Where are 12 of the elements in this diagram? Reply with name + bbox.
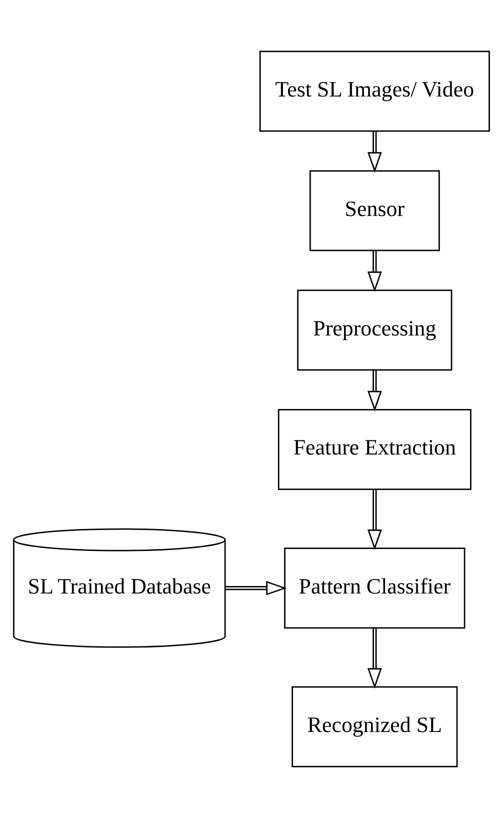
arrow bbox=[367, 250, 382, 292]
node-box: Pattern Classifier bbox=[284, 547, 466, 628]
arrow bbox=[225, 580, 287, 595]
arrow bbox=[367, 370, 382, 412]
node-box: Test SL Images/ Video bbox=[259, 50, 490, 132]
arrow bbox=[367, 488, 382, 550]
node-box: Preprocessing bbox=[297, 289, 452, 370]
arrow bbox=[367, 628, 382, 688]
arrow bbox=[367, 131, 382, 172]
node-box: Recognized SL bbox=[292, 686, 458, 767]
node-box: Sensor bbox=[309, 170, 440, 251]
node-box: Feature Extraction bbox=[278, 408, 472, 490]
